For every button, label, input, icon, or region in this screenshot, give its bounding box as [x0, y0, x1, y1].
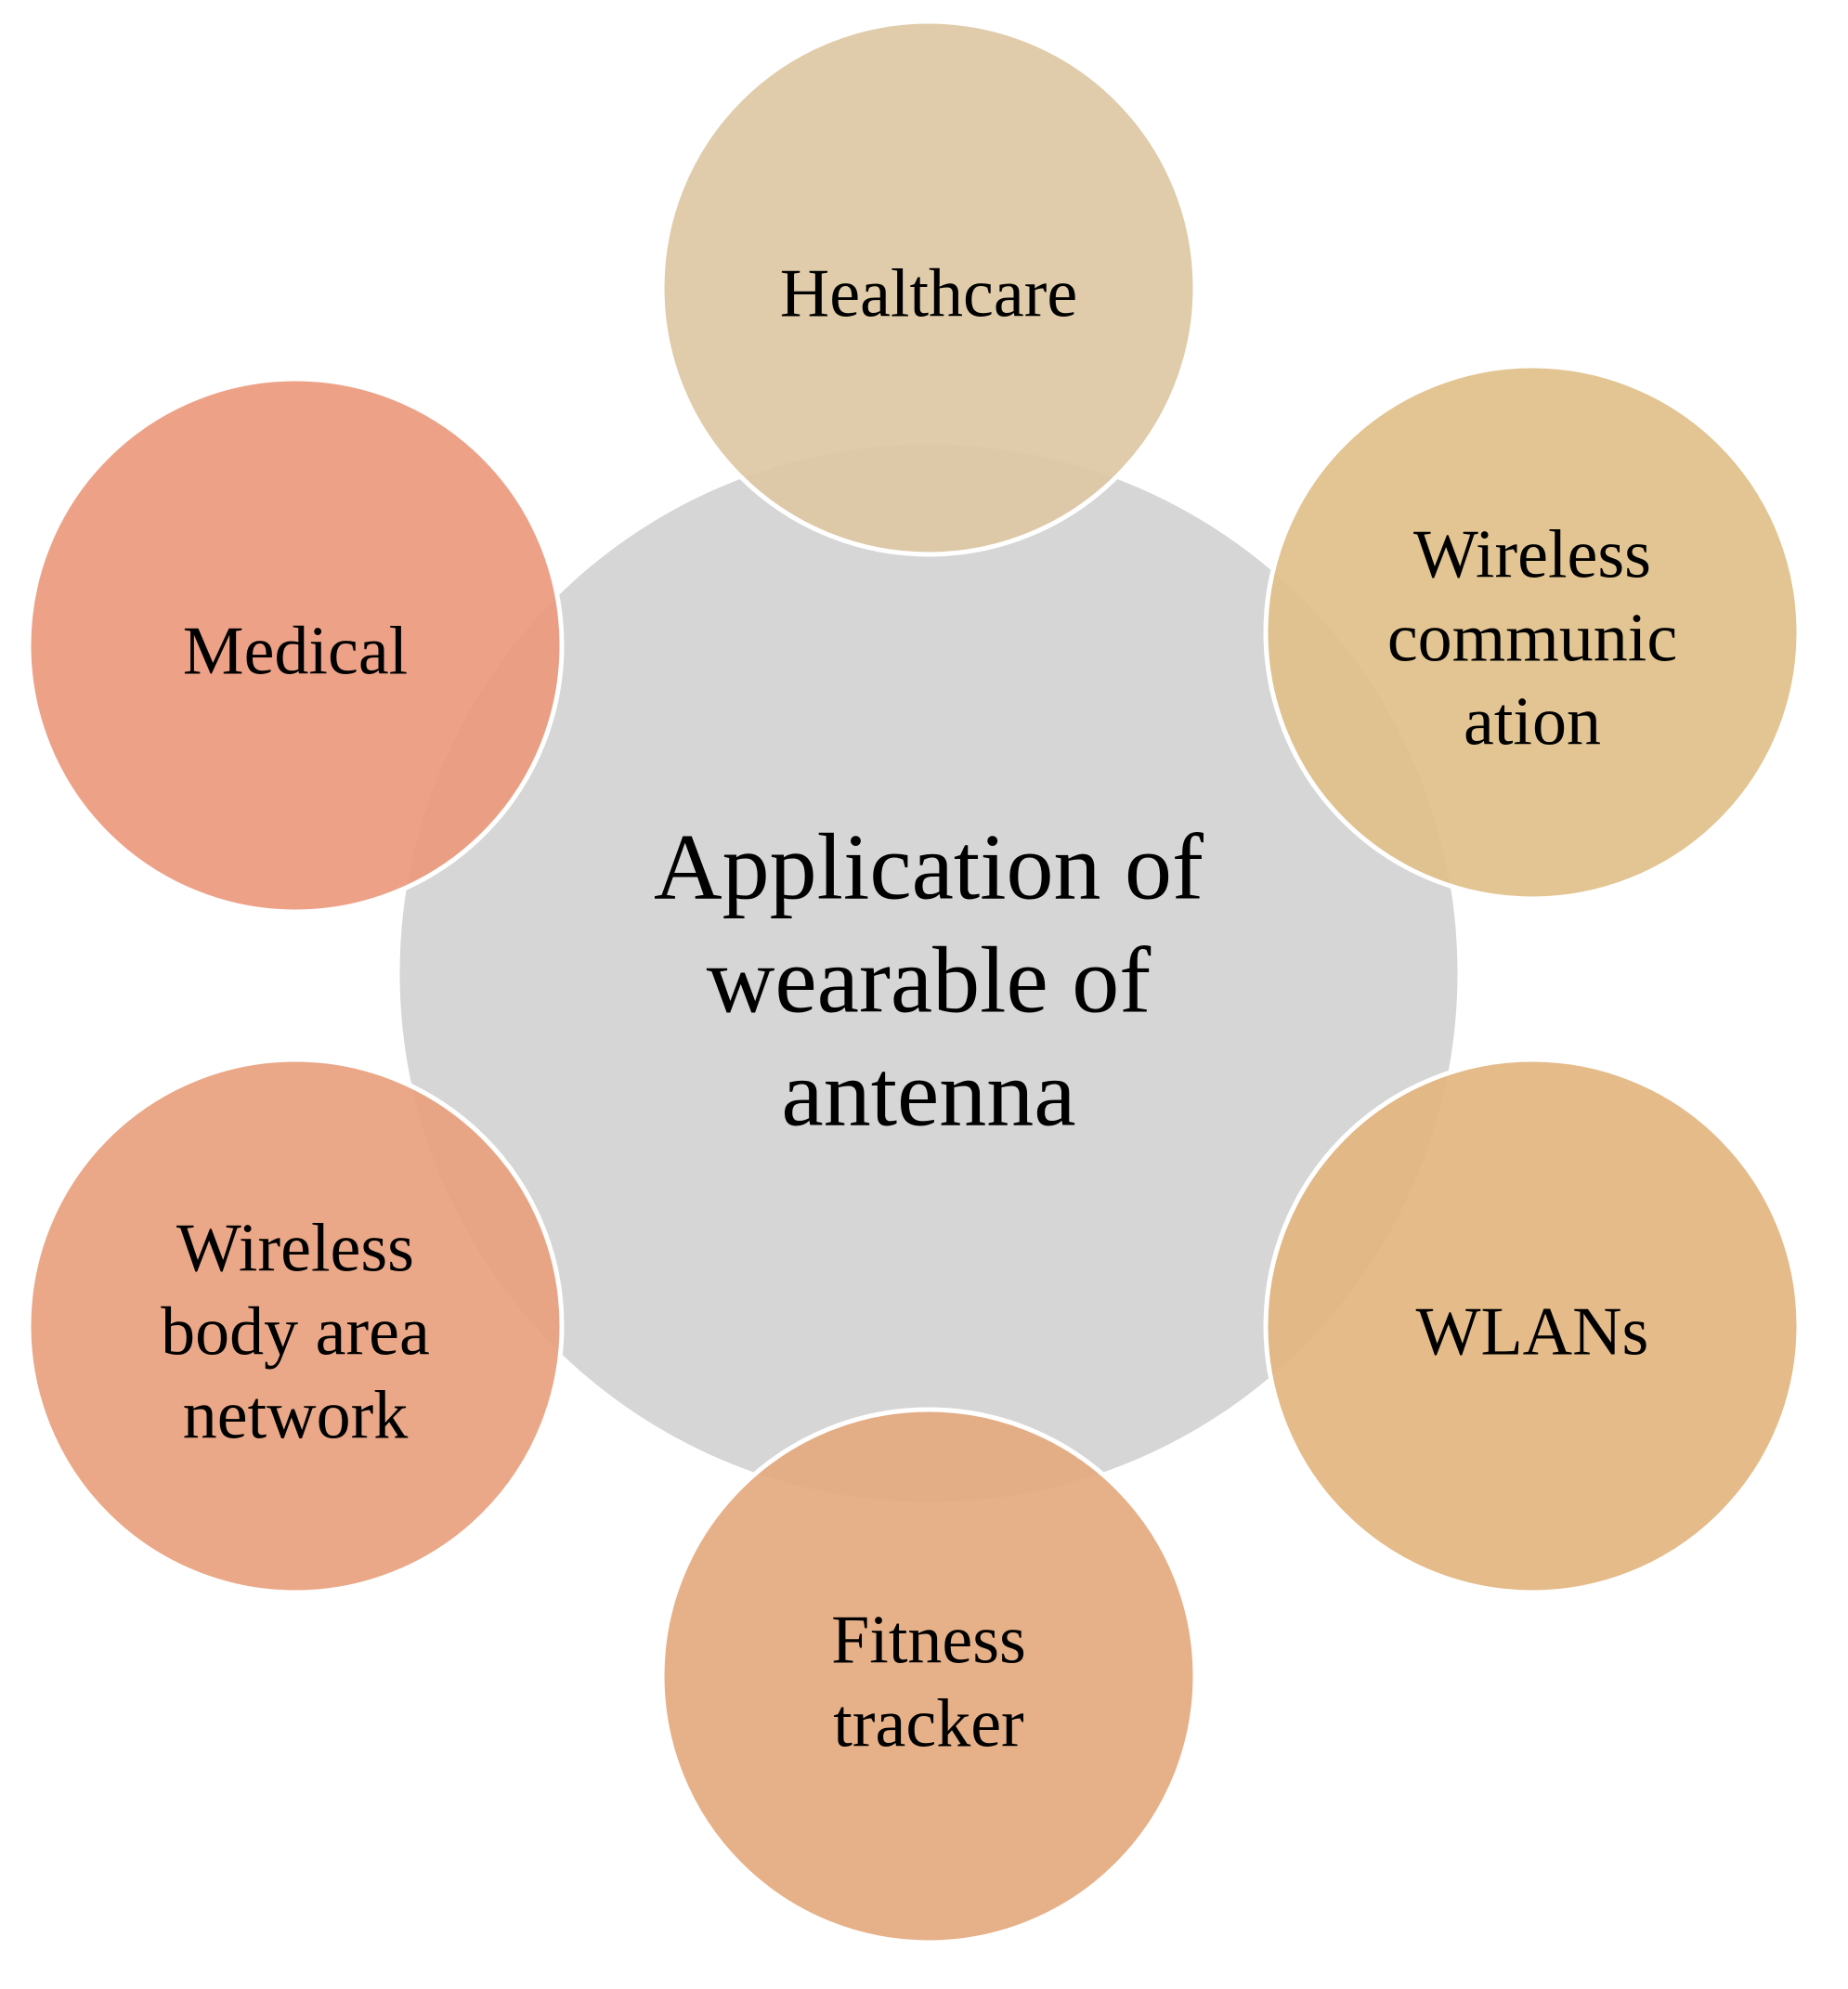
wireless-communication-label-line: Wireless — [1413, 517, 1651, 593]
wireless-body-area-network-label-line: network — [183, 1378, 409, 1454]
fitness-tracker-label-line: tracker — [833, 1686, 1023, 1762]
healthcare-label: Healthcare — [780, 256, 1077, 332]
center-label-line: Application of — [654, 814, 1204, 919]
medical-label: Medical — [183, 614, 408, 690]
fitness-tracker-label-line: Fitness — [831, 1603, 1026, 1679]
wlans-circle — [1263, 1057, 1802, 1595]
center-label-line: antenna — [781, 1041, 1075, 1146]
medical-circle — [26, 376, 565, 915]
wireless-communication-circle — [1263, 363, 1802, 902]
wireless-communication-label-line: communic — [1387, 601, 1677, 677]
healthcare-label-line: Healthcare — [780, 256, 1077, 332]
fitness-tracker-circle — [659, 1407, 1198, 1945]
medical-label-line: Medical — [183, 614, 408, 690]
wireless-communication-label-line: ation — [1464, 684, 1601, 760]
circles-layer — [26, 19, 1802, 1945]
wlans-label-line: WLANs — [1416, 1294, 1649, 1371]
wireless-body-area-network-label-line: Wireless — [176, 1211, 414, 1287]
wlans-label: WLANs — [1416, 1294, 1649, 1371]
center-label-line: wearable of — [707, 928, 1152, 1033]
wireless-body-area-network-circle — [26, 1057, 565, 1595]
healthcare-circle — [659, 19, 1198, 557]
wireless-body-area-network-label-line: body area — [161, 1294, 430, 1371]
